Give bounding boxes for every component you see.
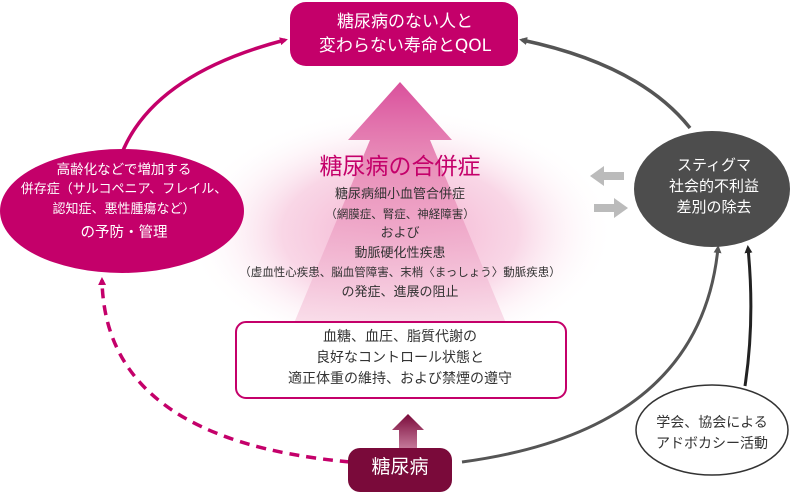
arrow-diabetes-to-left [98, 277, 351, 464]
advocacy-label: 学会、協会による アドボカシー活動 [637, 413, 787, 455]
left-line-1: 高齢化などで増加する [56, 162, 192, 178]
goal-box [290, 2, 518, 66]
advocacy-box [635, 384, 789, 476]
goal-line-1: 糖尿病のない人と [337, 12, 473, 32]
left-line-4: の予防・管理 [80, 225, 168, 241]
advocacy-line-1: 学会、協会による [656, 415, 768, 431]
center-body: 糖尿病細小血管合併症 （網膜症、腎症、神経障害） および 動脈硬化性疾患 （虚血… [218, 185, 582, 302]
advocacy-line-2: アドボカシー活動 [656, 436, 768, 452]
control-line-1: 血糖、血圧、脂質代謝の [323, 329, 477, 345]
left-label: 高齢化などで増加する 併存症（サルコペニア、フレイル、 認知症、悪性腫瘍など） … [8, 160, 240, 243]
goal-label: 糖尿病のない人と 変わらない寿命とQOL [305, 10, 505, 58]
center-line-1: 糖尿病細小血管合併症 [334, 187, 465, 202]
diabetes-box [348, 448, 452, 492]
double-arrow-right [594, 198, 628, 218]
diabetes-label: 糖尿病 [371, 456, 429, 478]
center-line-2: （網膜症、腎症、神経障害） [325, 206, 475, 221]
goal-line-2: 変わらない寿命とQOL [318, 36, 492, 56]
double-arrow-left [590, 166, 624, 186]
big-up-arrow [292, 82, 508, 328]
left-line-2: 併存症（サルコペニア、フレイル、 [20, 182, 228, 197]
center-line-6: の発症、進展の阻止 [341, 284, 459, 300]
control-line-2: 良好なコントロール状態と [316, 350, 484, 366]
left-box [0, 149, 244, 273]
control-line-3: 適正体重の維持、および禁煙の遵守 [288, 371, 512, 387]
right-line-2: 社会的不利益 [668, 177, 759, 195]
arrow-left-to-goal [118, 37, 288, 159]
center-line-4: 動脈硬化性疾患 [354, 245, 446, 261]
arrow-right-to-goal [519, 37, 692, 130]
arrow-diabetes-to-right [461, 245, 722, 464]
right-line-1: スティグマ [676, 156, 752, 174]
control-box [235, 321, 567, 399]
left-line-3: 認知症、悪性腫瘍など） [52, 202, 196, 217]
control-label: 血糖、血圧、脂質代謝の 良好なコントロール状態と 適正体重の維持、および禁煙の遵… [240, 327, 560, 390]
center-line-5: （虚血性心疾患、脳血管障害、末梢〈まっしょう〉動脈疾患） [239, 265, 561, 279]
right-line-3: 差別の除去 [676, 198, 752, 216]
right-box [634, 131, 790, 247]
small-up-arrow [392, 414, 424, 448]
center-line-3: および [380, 226, 420, 241]
right-label: スティグマ 社会的不利益 差別の除去 [638, 155, 790, 218]
arrow-advocacy-to-right [743, 245, 753, 387]
center-title: 糖尿病の合併症 [319, 154, 481, 180]
